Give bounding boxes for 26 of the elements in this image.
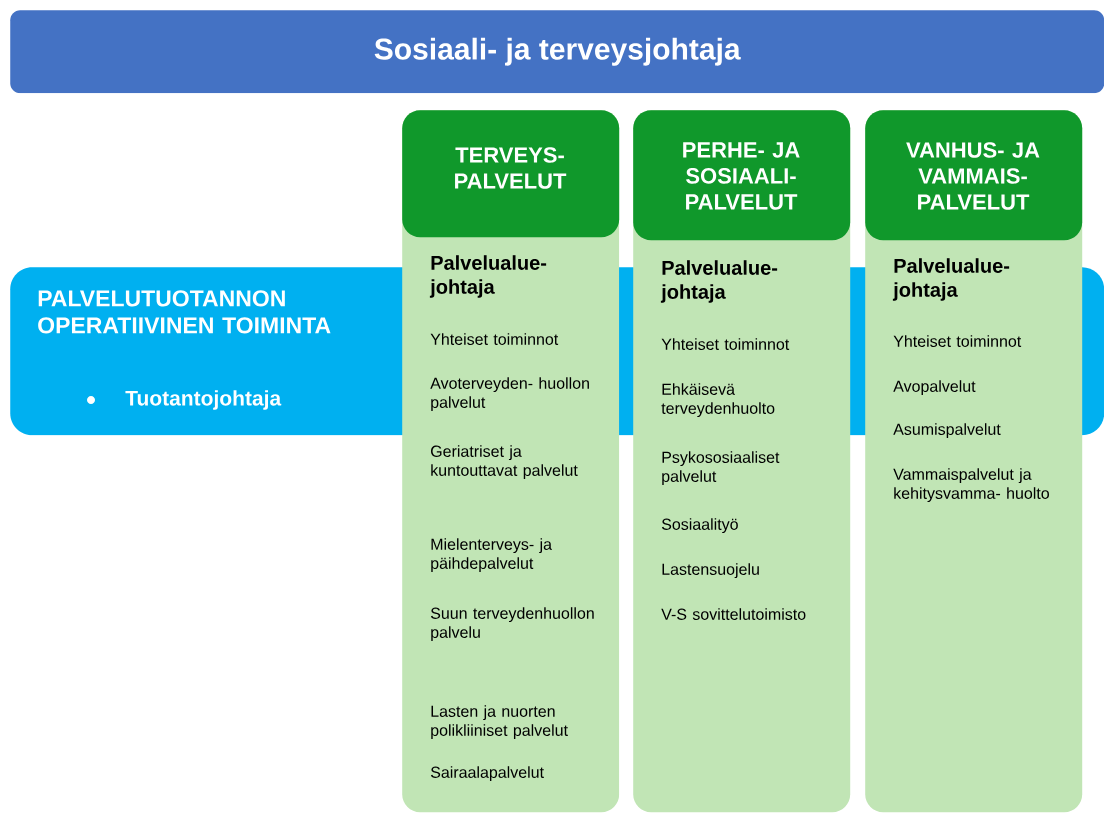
list-item: Lastensuojelu <box>662 563 759 579</box>
list-item: Avopalvelut <box>893 380 976 396</box>
list-item: Vammaispalvelut ja kehitysvamma- huolto <box>893 468 1049 503</box>
panel-heading: Palvelualue- johtaja <box>892 258 1010 301</box>
column-header: TERVEYS- PALVELUT <box>402 110 620 238</box>
panel-heading: Palvelualue- johtaja <box>660 260 778 303</box>
column-header: VANHUS- JA VAMMAIS- PALVELUT <box>865 110 1083 241</box>
panel-heading: Palvelualue- johtaja <box>429 255 547 298</box>
list-item: Sairaalapalvelut <box>430 766 544 782</box>
list-item: Psykososiaaliset palvelut <box>662 451 780 486</box>
bullet-item: Tuotantojohtaja <box>87 390 282 410</box>
list-item: V-S sovittelutoimisto <box>661 608 806 620</box>
band-heading: PALVELUTUOTANNON OPERATIIVINEN TOIMINTA <box>38 290 331 334</box>
title-banner: Sosiaali- ja terveysjohtaja <box>10 10 1104 94</box>
list-item: Mielenterveys- ja päihdepalvelut <box>431 538 552 573</box>
list-item: Yhteiset toiminnot <box>430 333 559 345</box>
list-item: Ehkäisevä terveydenhuolto <box>661 383 775 418</box>
list-item: Yhteiset toiminnot <box>661 338 790 350</box>
list-item: Lasten ja nuorten polikliiniset palvelut <box>431 705 568 740</box>
list-item: Asumispalvelut <box>893 423 1001 439</box>
list-item: Yhteiset toiminnot <box>893 335 1022 347</box>
list-item: Geriatriset ja kuntouttavat palvelut <box>431 445 578 480</box>
list-item: Sosiaalityö <box>661 518 738 534</box>
list-item: Suun terveydenhuollon palvelu <box>430 607 594 642</box>
column-header: PERHE- JA SOSIAALI- PALVELUT <box>633 110 851 241</box>
list-item: Avoterveyden- huollon palvelut <box>430 377 589 412</box>
